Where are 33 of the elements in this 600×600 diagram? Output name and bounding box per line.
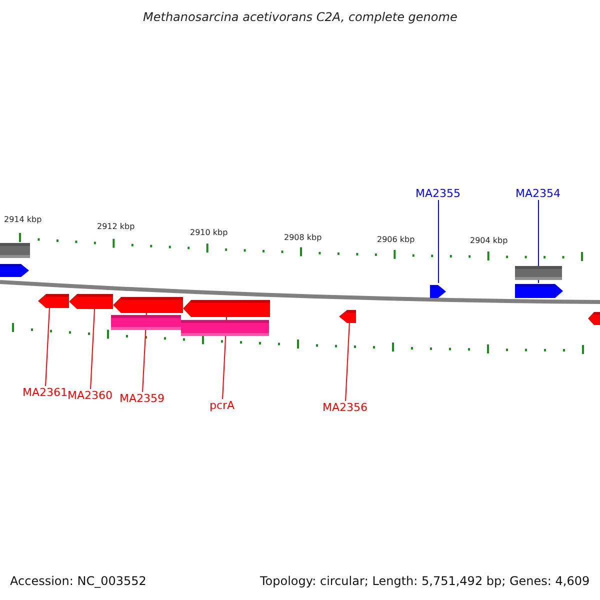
scale-label: 2906 kbp <box>377 234 415 246</box>
gene-feature <box>38 293 69 307</box>
feature-bar <box>515 265 562 279</box>
feature-bar <box>111 315 181 330</box>
scale-label: 2912 kbp <box>97 221 135 233</box>
gene-feature <box>430 283 446 296</box>
leader-line <box>45 306 50 386</box>
leader-line <box>90 308 95 390</box>
gene-feature <box>0 262 29 275</box>
gene-feature <box>339 308 356 321</box>
genome-info-text: Topology: circular; Length: 5,751,492 bp; Genes: 4,609 <box>260 575 590 588</box>
scale-label: 2904 kbp <box>470 235 508 247</box>
gene-feature <box>113 297 183 313</box>
chart-title: Methanosarcina acetivorans C2A, complete genome <box>143 11 458 24</box>
gene-label: MA2355 <box>416 187 461 200</box>
leader-line <box>345 320 350 402</box>
gene-label: MA2359 <box>120 392 165 405</box>
gene-label: MA2356 <box>322 401 368 414</box>
gene-feature <box>588 310 600 323</box>
gene-label: MA2360 <box>68 389 113 402</box>
gene-label: MA2354 <box>516 187 561 200</box>
gene-label: MA2361 <box>22 386 68 399</box>
gene-feature <box>515 283 563 297</box>
gene-feature <box>183 300 270 317</box>
scale-label: 2910 kbp <box>190 227 228 239</box>
accession-text: Accession: NC_003552 <box>10 575 146 588</box>
leader-line <box>438 200 439 284</box>
scale-label: 2908 kbp <box>284 232 322 244</box>
feature-bar <box>181 320 269 336</box>
feature-bar <box>0 243 30 258</box>
gene-label: pcrA <box>210 399 235 412</box>
scale-label: 2914 kbp <box>4 214 42 226</box>
gene-feature <box>69 294 113 309</box>
